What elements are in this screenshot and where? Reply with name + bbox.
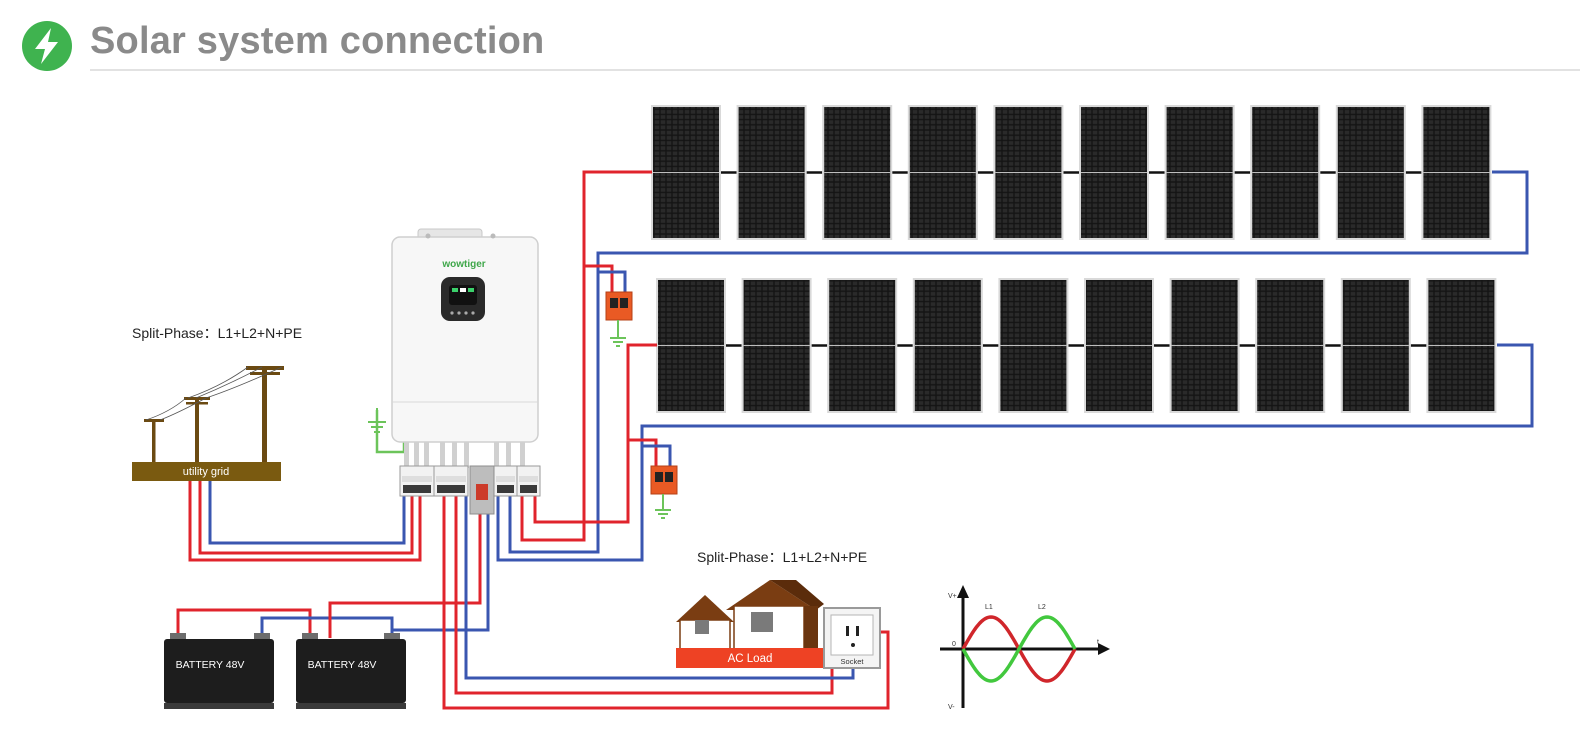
solar-panel	[1426, 278, 1497, 413]
utility-grid-bar	[132, 462, 281, 481]
dc-pv-wiring	[496, 170, 1534, 562]
solar-panel	[912, 278, 983, 413]
battery-1: BATTERY 48V	[164, 633, 274, 709]
solar-panel	[1250, 105, 1321, 240]
ac-load-bar	[676, 648, 823, 668]
wave-vplus-label: V+	[948, 593, 957, 600]
battery-2-label: BATTERY 48V	[308, 659, 377, 671]
circuit-breaker	[399, 465, 435, 497]
solar-panel	[1084, 278, 1154, 413]
solar-panel	[656, 278, 726, 413]
solar-array-row-1	[651, 105, 1492, 240]
wave-vminus-label: V-	[948, 704, 955, 711]
grid-wiring	[188, 470, 422, 562]
battery-2: BATTERY 48V	[296, 633, 406, 709]
wave-zero-label: 0	[952, 641, 956, 648]
wave-t-label: t	[1097, 639, 1099, 646]
socket-label: Socket	[841, 657, 865, 666]
solar-panel	[998, 278, 1069, 413]
solar-panel	[1079, 105, 1149, 240]
solar-panel	[741, 278, 812, 413]
utility-poles	[144, 366, 284, 464]
surge-protector-1	[605, 291, 633, 347]
solar-panel	[1169, 278, 1240, 413]
socket-icon: Socket	[823, 607, 881, 669]
solar-array-row-2	[656, 278, 1497, 413]
breaker-panel	[399, 465, 541, 515]
page-title: Solar system connection	[90, 20, 545, 62]
header: Solar system connection	[0, 0, 1580, 72]
title-divider	[90, 69, 1580, 71]
solar-panel	[736, 105, 807, 240]
solar-panel	[993, 105, 1064, 240]
circuit-breaker	[433, 465, 469, 497]
solar-panel	[651, 105, 721, 240]
split-phase-waveform: V+ V- 0 t L1 L2	[940, 585, 1110, 711]
solar-panel	[1164, 105, 1235, 240]
circuit-breaker	[493, 465, 518, 497]
ac-load-label: AC Load	[728, 653, 773, 665]
utility-grid-label: utility grid	[183, 466, 229, 478]
circuit-breaker	[516, 465, 541, 497]
grid-split-phase-label: Split-Phase：L1+L2+N+PE	[132, 325, 302, 341]
inverter: wowtiger	[391, 228, 539, 468]
inverter-earth-icon	[368, 408, 386, 433]
battery-1-label: BATTERY 48V	[176, 659, 245, 671]
solar-panel	[1255, 278, 1326, 413]
solar-panel	[1335, 105, 1406, 240]
surge-protector-2	[650, 465, 678, 519]
house-icon	[676, 580, 824, 651]
solar-panel	[827, 278, 898, 413]
wave-l2-label: L2	[1038, 604, 1046, 611]
solar-panel	[907, 105, 978, 240]
solar-panel	[1340, 278, 1411, 413]
solar-panel	[822, 105, 893, 240]
lightning-bolt-icon	[22, 21, 72, 71]
load-split-phase-label: Split-Phase：L1+L2+N+PE	[697, 549, 867, 565]
wave-l1-label: L1	[985, 604, 993, 611]
inverter-brand: wowtiger	[441, 259, 485, 270]
battery-wiring	[176, 512, 490, 638]
solar-panel	[1421, 105, 1492, 240]
